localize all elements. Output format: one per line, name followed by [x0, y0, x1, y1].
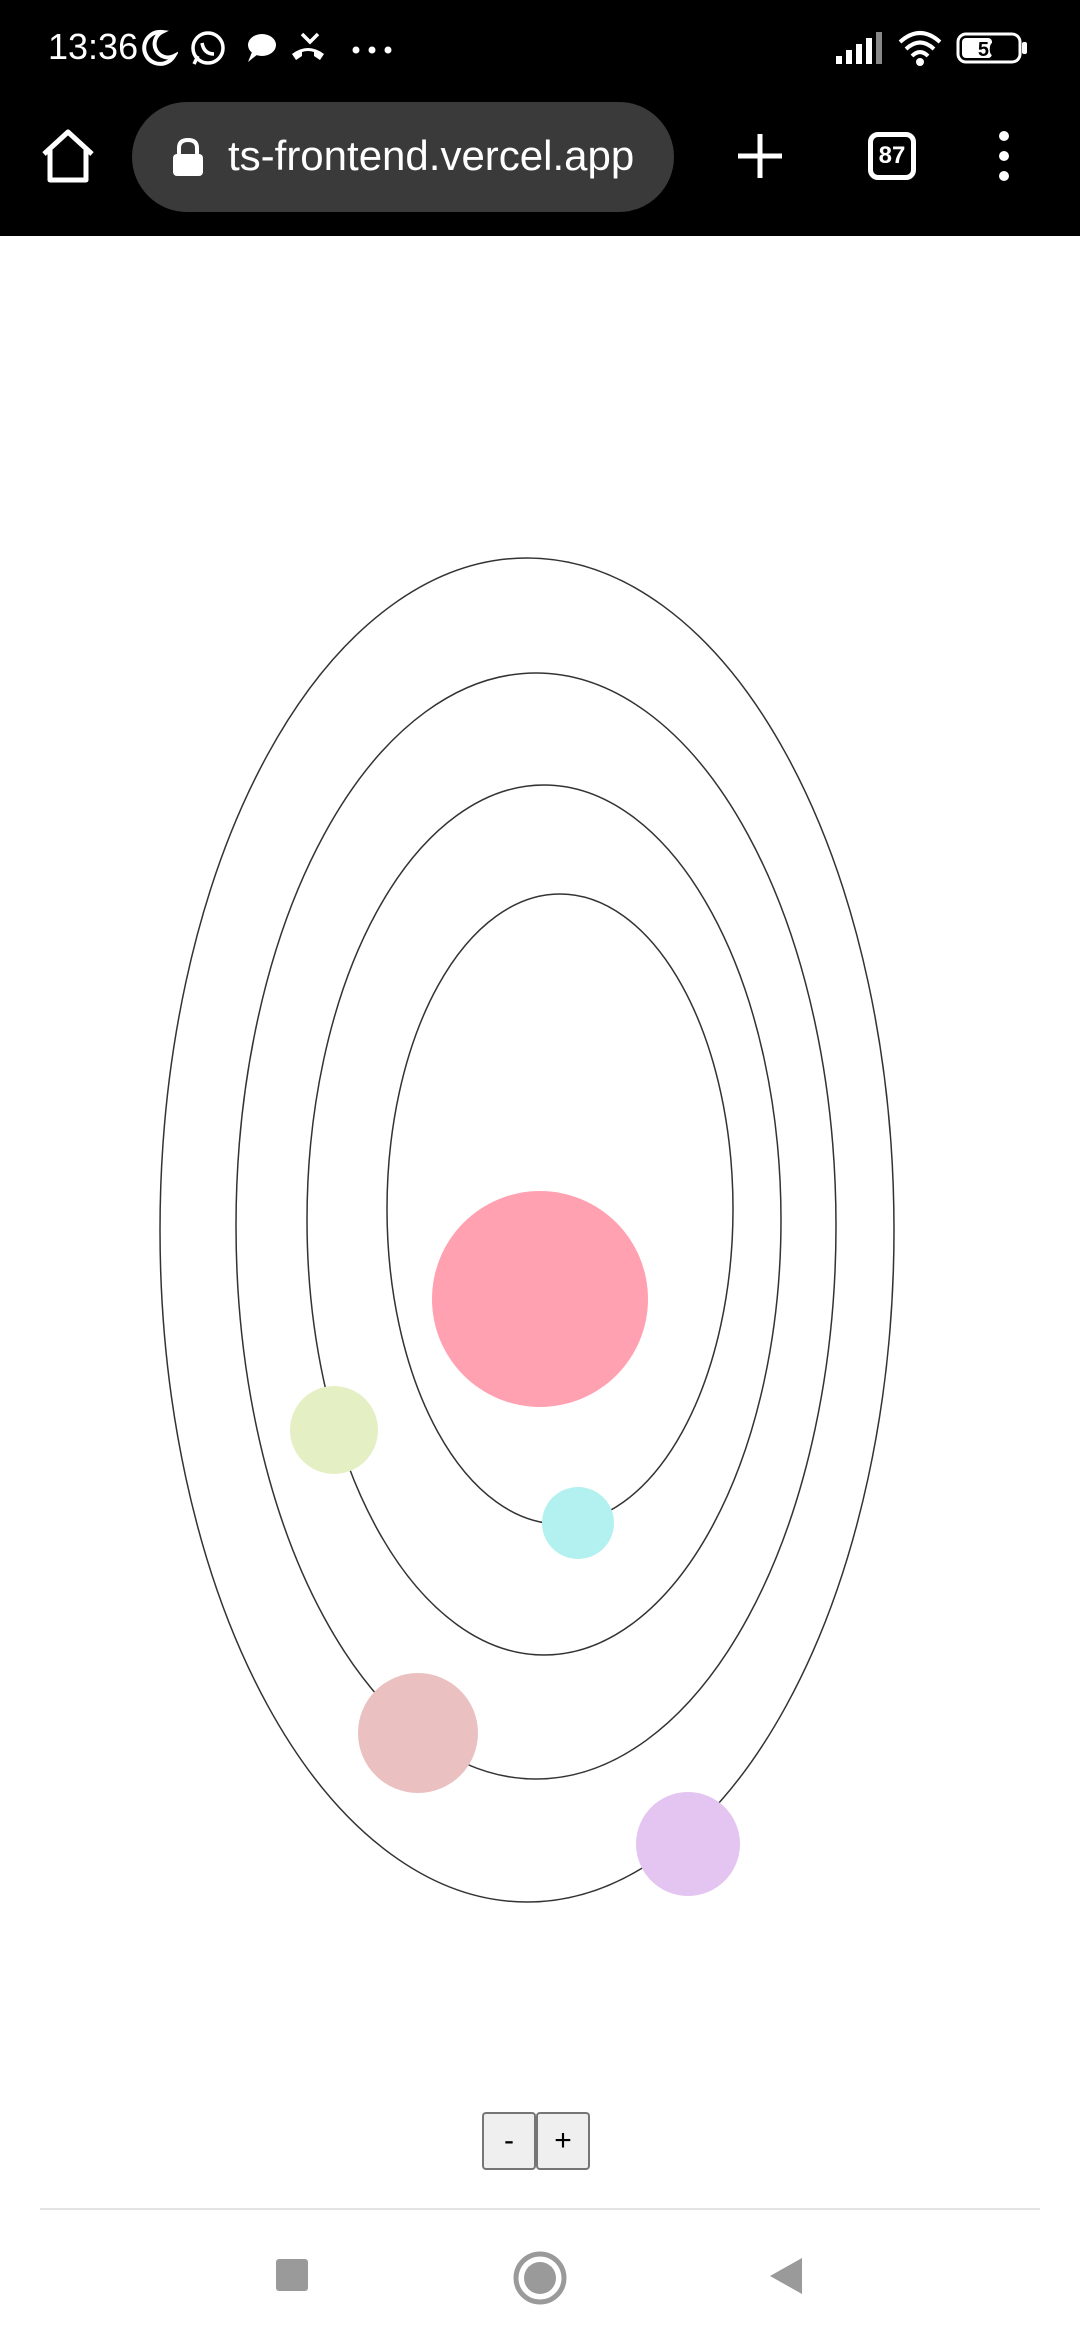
- solar-system-canvas: [159, 557, 895, 1903]
- planet-4: [636, 1792, 740, 1896]
- new-tab-icon[interactable]: [734, 130, 786, 182]
- orbit-third: [235, 672, 837, 1780]
- back-triangle-icon[interactable]: [764, 2254, 808, 2298]
- wifi-icon: [898, 31, 942, 66]
- home-icon[interactable]: [36, 124, 100, 188]
- zoom-in-button[interactable]: +: [536, 2112, 590, 2170]
- signal-icon: [836, 32, 882, 64]
- address-bar[interactable]: ts-frontend.vercel.app: [132, 102, 674, 212]
- home-circle-icon[interactable]: [512, 2250, 568, 2306]
- sun: [432, 1191, 648, 1407]
- moon-icon: [142, 29, 178, 66]
- lock-icon: [173, 137, 203, 176]
- chat-icon: [248, 34, 276, 62]
- planet-2: [290, 1386, 378, 1474]
- status-bar: 13:36 56: [0, 0, 1080, 100]
- planet-3: [358, 1673, 478, 1793]
- zoom-out-button[interactable]: -: [482, 2112, 536, 2170]
- url-text: ts-frontend.vercel.app: [228, 132, 635, 179]
- missed-call-icon: [292, 32, 324, 60]
- more-dots-icon: [352, 46, 392, 54]
- battery-icon: 56: [956, 32, 1027, 64]
- whatsapp-icon: [191, 31, 225, 65]
- orbit-second: [306, 784, 782, 1656]
- menu-dots-icon[interactable]: [990, 128, 1018, 184]
- battery-level: 56: [978, 39, 1000, 61]
- planet-1: [542, 1487, 614, 1559]
- recents-square-icon[interactable]: [272, 2255, 312, 2295]
- status-time: 13:36: [48, 26, 139, 67]
- orbit-outer: [159, 557, 895, 1903]
- nav-divider: [40, 2208, 1040, 2210]
- tab-switcher-button[interactable]: 87: [868, 132, 916, 180]
- system-nav-bar: [0, 2210, 1080, 2340]
